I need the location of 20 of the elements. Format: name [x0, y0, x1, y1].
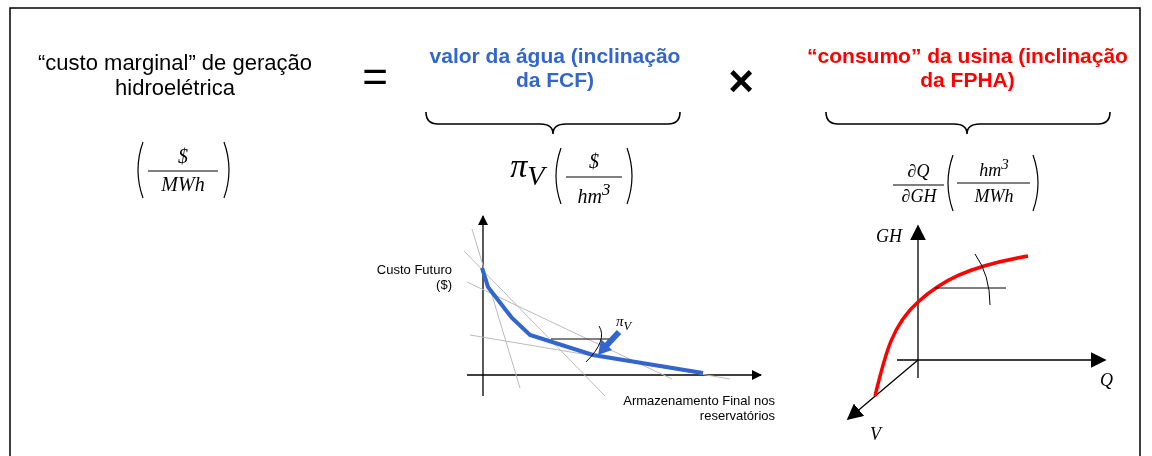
math-symbol: ∂Q [906, 161, 931, 182]
math-symbol: hm$^{3}$ [978, 156, 1010, 181]
math-symbol: π$_{V}$ [500, 146, 555, 193]
math-symbol: hm$^{3}$ [576, 180, 612, 208]
math-symbol: MWh [973, 186, 1015, 207]
axis-label: GH [876, 226, 904, 247]
axis-label: Armazenamento Final nos reservatórios [622, 394, 775, 424]
math-symbol: $ [177, 145, 189, 168]
math-symbol: π$_{V}$ [616, 313, 633, 334]
math-symbol: ∂GH [900, 186, 938, 207]
equals-sign: = [361, 52, 389, 103]
axis-label: V [870, 424, 884, 445]
equation-term-text: “custo marginal” de geração hidroelétrica [37, 50, 313, 101]
math-symbol: $ [588, 150, 600, 173]
axis-label: Custo Futuro ($) [375, 263, 452, 293]
equation-term-text: valor da água (inclinação da FCF) [428, 44, 682, 93]
axis-label: Q [1100, 370, 1114, 391]
equation-term-text: “consumo” da usina (inclinação da FPHA) [806, 44, 1129, 93]
multiplication-sign: × [727, 56, 755, 107]
math-symbol: MWh [160, 173, 206, 196]
